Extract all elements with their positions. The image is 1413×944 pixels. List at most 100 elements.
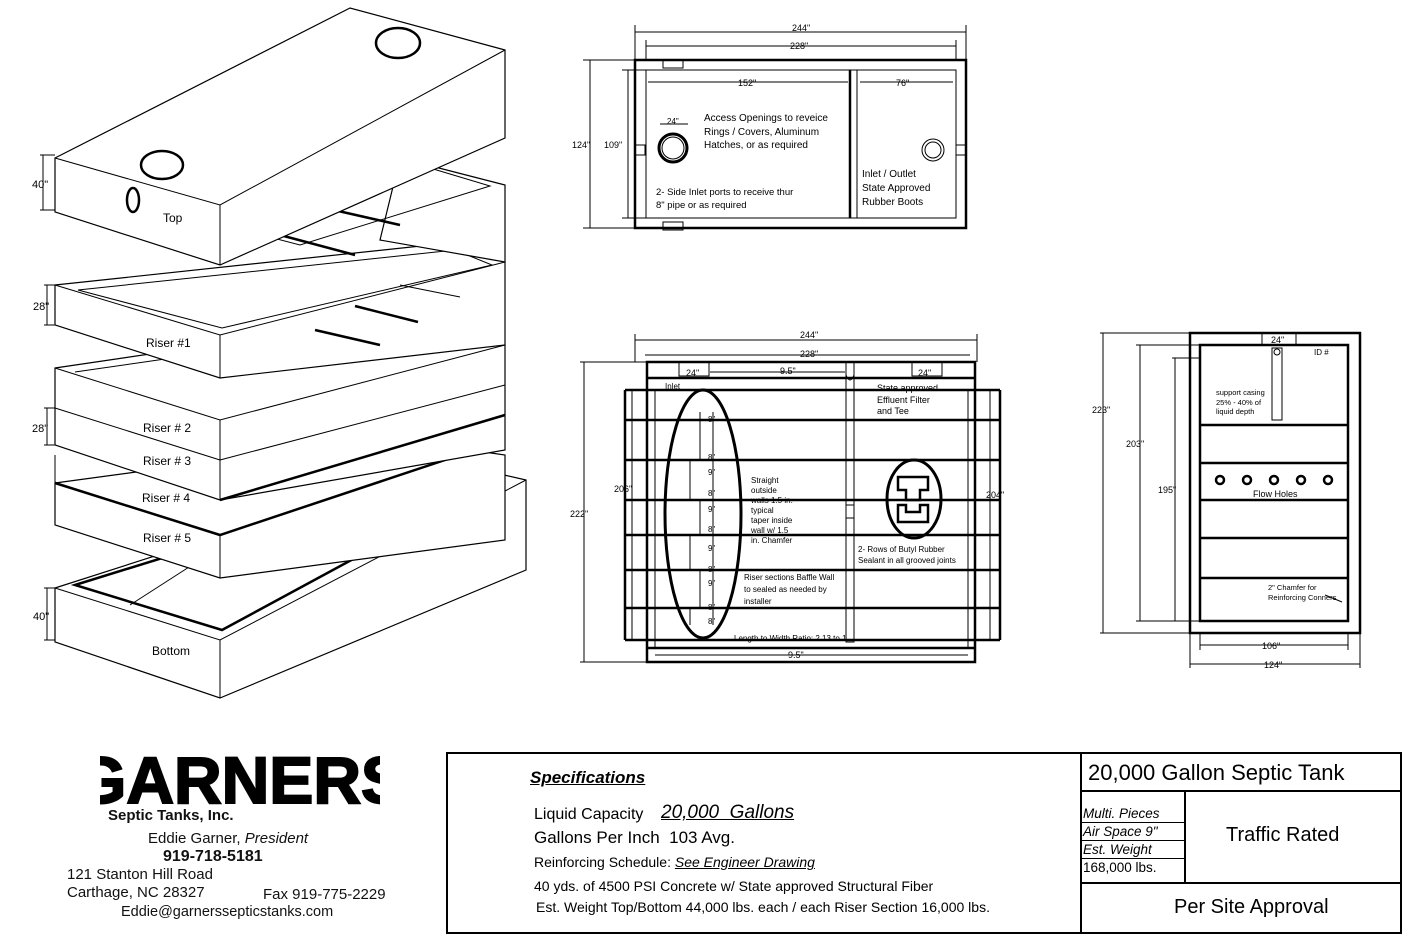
note-ratio: Length to Width Ratio: 2.13 to 1 xyxy=(734,634,847,643)
end-dim-223: 223" xyxy=(1092,405,1110,415)
spec-liquid-label: Liquid Capacity xyxy=(534,806,644,823)
spec-reinforcing-label: Reinforcing Schedule: xyxy=(534,854,671,870)
step-8: 8" xyxy=(708,565,715,574)
sec-dim-244: 244" xyxy=(800,330,818,340)
sec-dim-204: 204" xyxy=(986,490,1004,500)
inlet-boot-icon xyxy=(921,138,945,162)
note-wall-6: wall w/ 1.5 xyxy=(750,526,789,535)
label-riser-4: Riser # 4 xyxy=(142,491,190,505)
dim-76: 76" xyxy=(896,78,909,88)
title-est-weight-label: Est. Weight xyxy=(1083,842,1152,857)
note-side-2: 8" pipe or as required xyxy=(656,200,747,211)
sec-dim-206: 206" xyxy=(614,484,632,494)
note-access-2: Rings / Covers, Aluminum xyxy=(704,127,819,138)
riser-1-upper xyxy=(248,157,506,263)
note-support-2: 25% - 40% of xyxy=(1216,398,1262,407)
title-traffic-rated: Traffic Rated xyxy=(1226,824,1340,846)
note-flow-holes: Flow Holes xyxy=(1253,489,1298,499)
height-28-riser2: 28" xyxy=(32,423,48,435)
sec-dim-24a: 24" xyxy=(686,368,699,378)
note-wall-4: typical xyxy=(751,506,774,515)
spec-gallons-per-inch: Gallons Per Inch 103 Avg. xyxy=(534,828,735,847)
end-id: ID # xyxy=(1314,348,1329,357)
note-wall-2: outside xyxy=(751,486,777,495)
dim-24-access: 24" xyxy=(667,117,679,126)
note-wall-5: taper inside xyxy=(751,516,793,525)
end-dim-24: 24" xyxy=(1271,335,1284,345)
note-access-1: Access Openings to reveice xyxy=(704,113,828,124)
company-phone: 919-718-5181 xyxy=(163,848,263,865)
note-wall-3: walls 1.5 in. xyxy=(750,496,793,505)
note-inlet-3: Rubber Boots xyxy=(862,197,923,208)
note-chamfer-1: 2" Chamfer for xyxy=(1268,583,1317,592)
step-11: 8" xyxy=(708,617,715,626)
height-40-top: 40" xyxy=(32,179,48,191)
flow-holes xyxy=(1214,474,1334,486)
step-1: 8" xyxy=(708,415,715,424)
end-dim-106: 106" xyxy=(1262,641,1280,651)
spec-box: Specifications Liquid Capacity 20,000 Ga… xyxy=(446,752,1402,934)
dim-124: 124" xyxy=(572,140,590,150)
note-filter-1: State approved xyxy=(877,383,938,393)
note-support-1: support casing xyxy=(1216,388,1265,397)
company-address-1: 121 Stanton Hill Road xyxy=(67,866,213,883)
side-section-view: 244" 228" 24" 24" 9.5" xyxy=(570,330,1004,664)
spec-heading: Specifications xyxy=(530,768,646,787)
note-baffle-2: to sealed as needed by xyxy=(744,585,827,594)
note-filter-3: and Tee xyxy=(877,406,909,416)
step-9: 9" xyxy=(708,579,715,588)
note-wall-1: Straight xyxy=(751,476,779,485)
height-dimensions: 40" 28" 28" 40" xyxy=(32,154,55,641)
dim-109: 109" xyxy=(604,140,622,150)
note-baffle-3: installer xyxy=(744,597,772,606)
wall-detail-ellipse xyxy=(663,388,743,640)
step-6: 8" xyxy=(708,525,715,534)
company-president: Eddie Garner, President xyxy=(148,830,308,847)
note-chamfer-2: Reinforcing Conners xyxy=(1268,593,1337,602)
dim-228: 228" xyxy=(790,41,808,51)
dim-152: 152" xyxy=(738,78,756,88)
sec-dim-222: 222" xyxy=(570,509,588,519)
sec-dim-24b: 24" xyxy=(918,368,931,378)
title-est-weight-value: 168,000 lbs. xyxy=(1083,860,1157,875)
title-air-space: Air Space 9" xyxy=(1083,824,1158,839)
note-wall-7: in. Chamfer xyxy=(751,536,793,545)
access-opening-icon xyxy=(657,132,689,164)
note-butyl-1: 2- Rows of Butyl Rubber xyxy=(858,545,945,554)
dim-244: 244" xyxy=(792,23,810,33)
end-view: 24" ID # Flow Holes support casing 25% -… xyxy=(1092,331,1362,670)
step-2: 8" xyxy=(708,453,715,462)
note-support-3: liquid depth xyxy=(1216,407,1254,416)
flow-hole-icon xyxy=(1241,474,1253,486)
title-multi-pieces: Multi. Pieces xyxy=(1083,806,1160,821)
title-tank: 20,000 Gallon Septic Tank xyxy=(1088,760,1345,785)
sec-dim-95-top: 9.5" xyxy=(780,366,796,376)
end-dim-124: 124" xyxy=(1264,660,1282,670)
company-subtitle: Septic Tanks, Inc. xyxy=(108,807,234,824)
label-bottom: Bottom xyxy=(152,644,190,658)
step-5: 9" xyxy=(708,505,715,514)
flow-hole-icon xyxy=(1295,474,1307,486)
end-dim-195: 195" xyxy=(1158,485,1176,495)
spec-reinforcing: Reinforcing Schedule: See Engineer Drawi… xyxy=(534,854,815,870)
flow-hole-icon xyxy=(1322,474,1334,486)
label-riser-2: Riser # 2 xyxy=(143,421,191,435)
top-plan-view: 244" 228" 152" 76" 124" 109" 24" Access … xyxy=(572,23,968,231)
president-name: Eddie Garner, xyxy=(148,830,241,847)
title-approval: Per Site Approval xyxy=(1174,896,1329,918)
flow-hole-icon xyxy=(1268,474,1280,486)
company-fax: Fax 919-775-2229 xyxy=(263,886,386,903)
company-email: Eddie@garnerssepticstanks.com xyxy=(121,904,334,920)
note-filter-2: Effluent Filter xyxy=(877,395,930,405)
note-access-3: Hatches, or as required xyxy=(704,140,808,151)
spec-liquid-value: 20,000 Gallons xyxy=(661,802,795,823)
label-top: Top xyxy=(163,211,183,225)
president-title: President xyxy=(244,830,309,847)
company-address-2: Carthage, NC 28327 xyxy=(67,884,205,901)
step-3: 9" xyxy=(708,468,715,477)
step-4: 8" xyxy=(708,489,715,498)
step-7: 9" xyxy=(708,544,715,553)
